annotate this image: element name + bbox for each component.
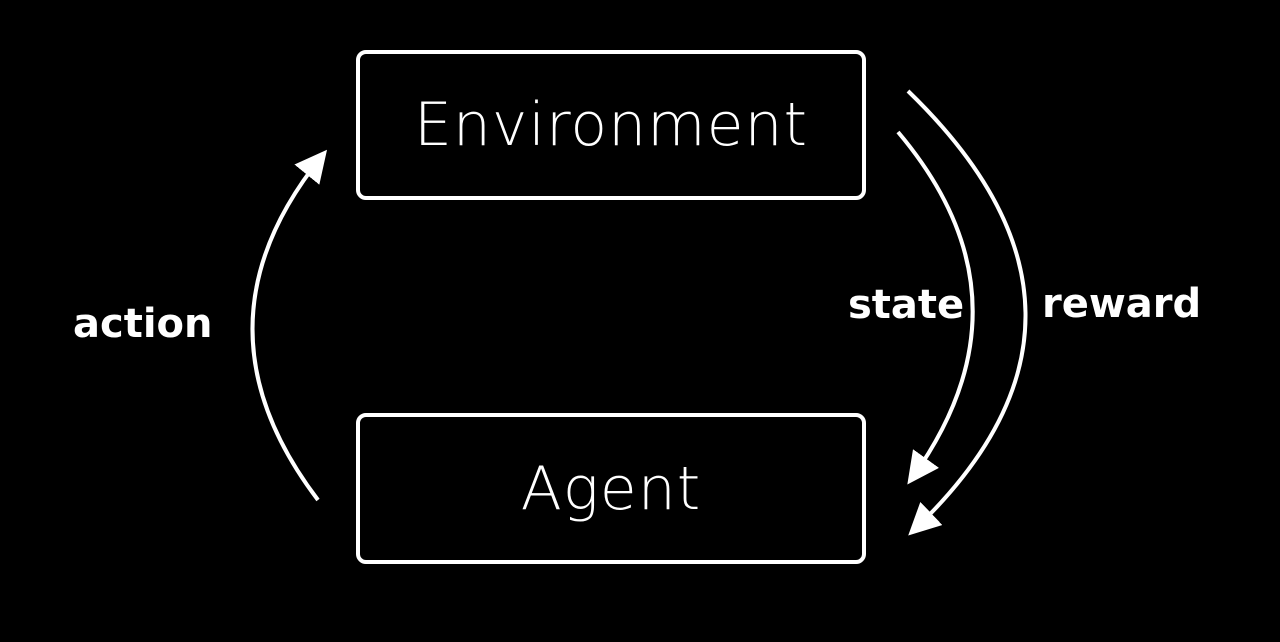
reward-edge-label: reward	[1042, 281, 1202, 327]
action-edge-label: action	[73, 301, 213, 347]
action-arrow	[250, 149, 328, 502]
reward-arrow	[906, 89, 1028, 536]
state-arrow	[896, 130, 975, 485]
state-edge-label: state	[848, 282, 965, 328]
agent-node: Agent	[356, 413, 866, 564]
environment-label: Environment	[413, 90, 809, 160]
agent-label: Agent	[520, 453, 702, 524]
environment-node: Environment	[356, 50, 866, 200]
